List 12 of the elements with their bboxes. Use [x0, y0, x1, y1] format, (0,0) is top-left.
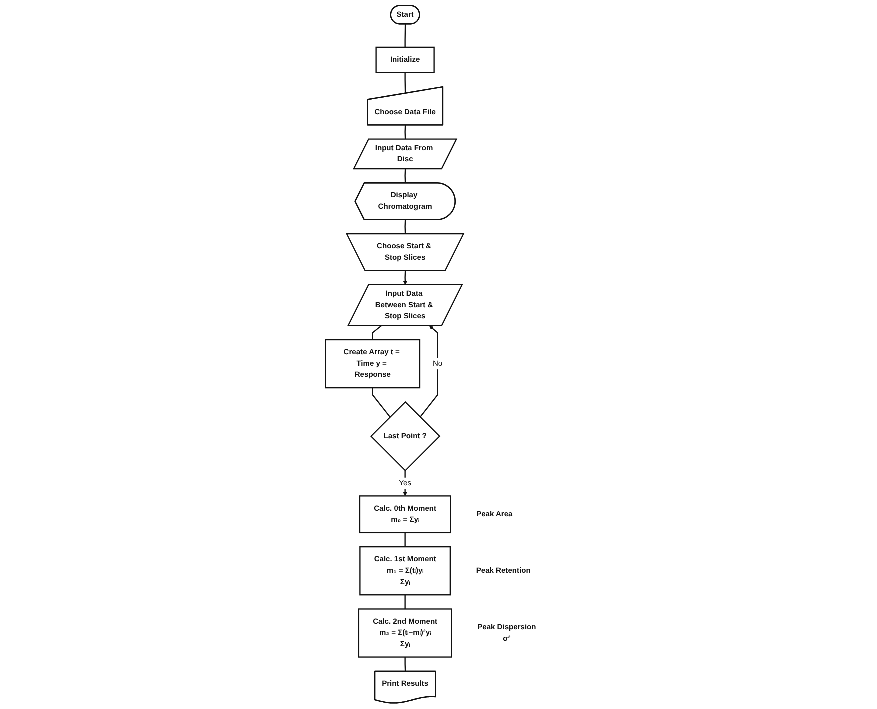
connector: [372, 388, 392, 418]
arrow: [420, 326, 439, 418]
connector: [405, 169, 407, 184]
connector: [405, 220, 407, 234]
connector: [405, 595, 406, 610]
connector: [405, 125, 407, 140]
arrow: [404, 270, 408, 286]
connector: [405, 72, 407, 94]
connector: [405, 532, 406, 548]
connector: [405, 24, 407, 48]
connector: [405, 657, 407, 672]
connector: [372, 326, 382, 340]
